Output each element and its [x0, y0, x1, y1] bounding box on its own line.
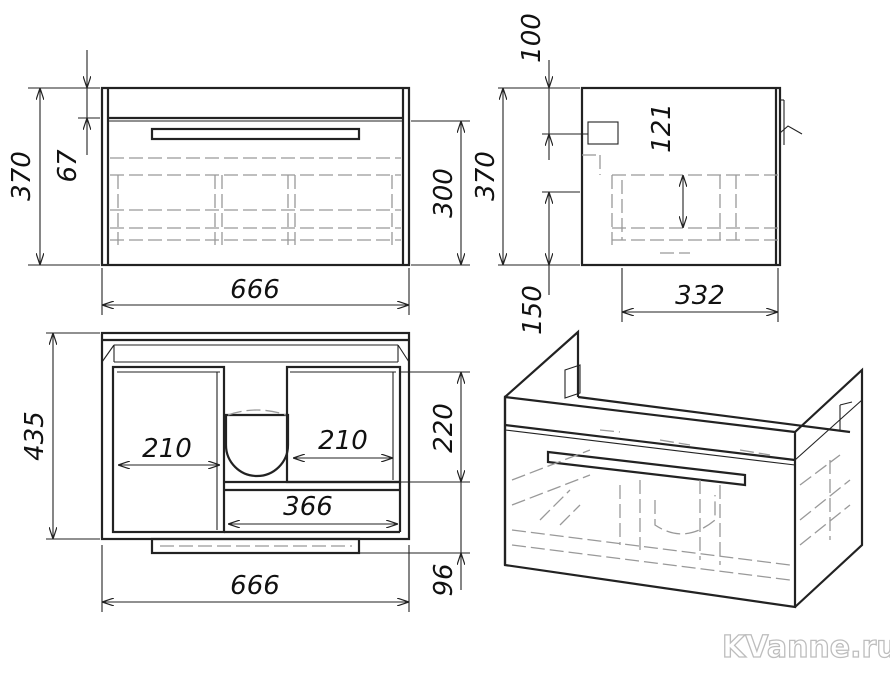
side-offset-bottom-label: 150: [518, 285, 548, 335]
side-view-dimensions: 100 121 370 150 332: [471, 13, 779, 335]
top-view-dimensions: 435 210 210 366 220 96 666: [20, 332, 470, 612]
top-bottom-offset-label: 96: [429, 563, 459, 596]
top-depth-label: 435: [20, 411, 50, 461]
side-bracket: [587, 121, 619, 145]
front-view-dimensions: 370 67 300 666: [7, 50, 470, 315]
top-view: [100, 331, 411, 555]
iso-handle: [546, 450, 747, 487]
top-width-label: 666: [230, 571, 280, 601]
iso-bracket: [564, 364, 581, 399]
isometric-view: [503, 329, 864, 609]
front-height-inner-label: 300: [429, 168, 459, 218]
side-offset-top-label: 100: [517, 13, 547, 63]
side-handle-height-label: 121: [647, 103, 677, 153]
top-siphon-cutout: [224, 413, 290, 478]
front-handle: [150, 127, 361, 141]
top-cutout-depth-label: 220: [429, 403, 459, 453]
top-middle-width-label: 366: [283, 492, 333, 522]
top-right-width-label: 210: [318, 426, 368, 456]
front-width-label: 666: [230, 275, 280, 305]
front-height-top-label: 67: [53, 149, 83, 183]
side-depth-label: 332: [675, 281, 725, 311]
side-height-total-label: 370: [471, 151, 501, 201]
front-height-total-label: 370: [7, 151, 37, 201]
side-view: [580, 86, 803, 267]
front-view: [100, 86, 411, 267]
watermark: KVanne.ru: [722, 630, 890, 665]
top-left-width-label: 210: [142, 434, 192, 464]
